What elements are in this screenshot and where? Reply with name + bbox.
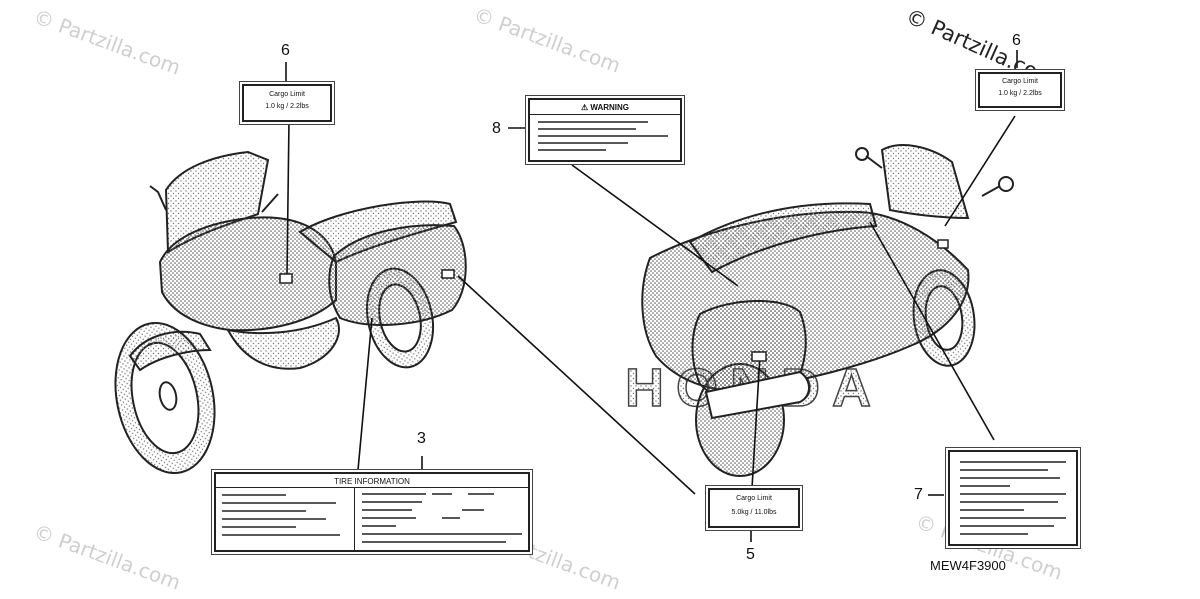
warning-title: ⚠ WARNING: [580, 103, 630, 112]
right-motorcycle: HONDA: [624, 144, 1014, 477]
label-title: Cargo Limit: [736, 495, 772, 502]
label-title: Cargo Limit: [269, 91, 305, 98]
tire-label-title: TIRE INFORMATION: [334, 477, 410, 486]
label-title: Cargo Limit: [1002, 78, 1038, 85]
bike-label-markers: [279, 239, 949, 362]
leader-lines: [285, 50, 1018, 542]
tire-information-label: TIRE INFORMATION: [214, 472, 530, 552]
callout-8: 8: [492, 120, 501, 137]
label-7-text-lines: [960, 461, 1066, 535]
left-motorcycle: [114, 150, 467, 475]
callout-6-right: 6: [1012, 32, 1021, 49]
cargo-limit-label-large: Cargo Limit 5.0kg / 11.0lbs: [708, 488, 800, 528]
cargo-limit-label-small-left: Cargo Limit 1.0 kg / 2.2lbs: [242, 84, 332, 122]
label-value: 5.0kg / 11.0lbs: [731, 509, 777, 516]
tire-text-lines: [222, 493, 522, 543]
label-value: 1.0 kg / 2.2lbs: [265, 103, 309, 110]
callout-5: 5: [746, 546, 755, 563]
callout-3: 3: [417, 430, 426, 447]
label-value: 1.0 kg / 2.2lbs: [998, 90, 1042, 97]
callout-6-left: 6: [281, 42, 290, 59]
warning-text-lines: [538, 121, 668, 151]
information-label-7: [948, 450, 1078, 546]
cargo-limit-label-small-right: Cargo Limit 1.0 kg / 2.2lbs: [978, 72, 1062, 108]
warning-label: ⚠ WARNING: [528, 98, 682, 162]
diagram-code: MEW4F3900: [930, 558, 1006, 573]
callout-7: 7: [914, 486, 923, 503]
